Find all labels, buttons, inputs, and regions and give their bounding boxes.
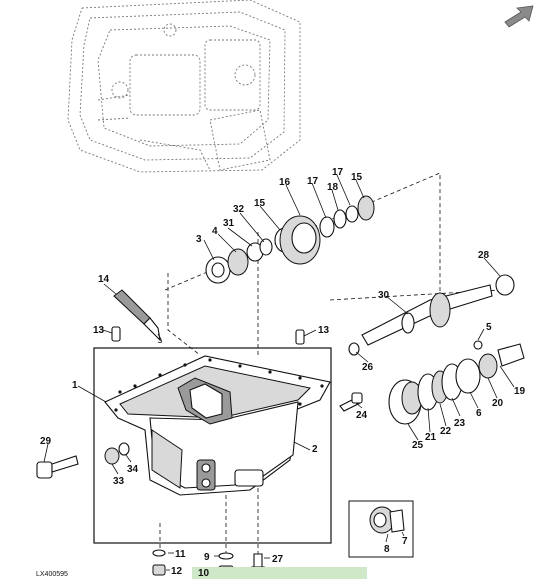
bolt-24 — [339, 392, 363, 412]
callout-22: 22 — [440, 426, 452, 437]
callout-24: 24 — [356, 410, 368, 421]
callout-12: 12 — [171, 566, 183, 577]
inset-detail-box — [348, 500, 414, 558]
oil-pan-group-frame — [93, 347, 332, 544]
dowel-pin-left — [111, 326, 121, 342]
callout-6: 6 — [476, 408, 482, 419]
callout-31: 31 — [223, 218, 235, 229]
figure-id: LX400595 — [36, 571, 68, 578]
sealant-tube — [113, 289, 162, 344]
callout-19: 19 — [514, 386, 526, 397]
callout-23: 23 — [454, 418, 466, 429]
callout-25: 25 — [412, 440, 424, 451]
pinion-shaft — [361, 284, 493, 346]
next-page-arrow-icon[interactable] — [504, 5, 534, 28]
callout-17-right: 17 — [332, 167, 344, 178]
callout-26: 26 — [362, 362, 374, 373]
screw-12 — [152, 564, 166, 576]
callout-20: 20 — [492, 398, 504, 409]
callout-21: 21 — [425, 432, 437, 443]
plug-33 — [104, 447, 120, 465]
highlight-bar — [192, 567, 367, 579]
callout-10: 10 — [198, 568, 210, 579]
upper-shaft-assembly — [205, 195, 375, 284]
callout-34: 34 — [127, 464, 139, 475]
callout-13-left: 13 — [93, 325, 105, 336]
callout-11: 11 — [175, 549, 186, 560]
callout-14: 14 — [98, 274, 110, 285]
callout-5: 5 — [486, 322, 492, 333]
callout-28: 28 — [478, 250, 490, 261]
callout-7: 7 — [402, 536, 408, 547]
callout-8: 8 — [384, 544, 390, 555]
callout-16: 16 — [279, 177, 291, 188]
o-ring-34 — [118, 442, 130, 456]
callout-1: 1 — [72, 380, 78, 391]
drain-plug-29 — [36, 455, 79, 479]
washer-11 — [152, 549, 166, 557]
callout-4: 4 — [212, 226, 218, 237]
snap-ring — [495, 274, 515, 296]
callout-27: 27 — [272, 554, 284, 565]
leader-lines — [43, 174, 515, 571]
callout-29: 29 — [40, 436, 52, 447]
callout-32: 32 — [233, 204, 245, 215]
washer-9 — [218, 552, 234, 560]
callout-2: 2 — [312, 444, 318, 455]
callout-15-left: 15 — [254, 198, 266, 209]
callout-3: 3 — [196, 234, 202, 245]
transmission-housing-ghost — [67, 0, 301, 173]
callout-33: 33 — [113, 476, 125, 487]
oil-pan-housing — [104, 355, 331, 496]
callout-13-right: 13 — [318, 325, 330, 336]
dowel-pin-right — [295, 329, 305, 345]
callout-17-left: 17 — [307, 176, 319, 187]
callout-labels: 1 2 3 4 31 32 15 16 17 18 17 15 14 13 13… — [36, 167, 526, 579]
callout-18: 18 — [327, 182, 339, 193]
callout-9: 9 — [204, 552, 210, 563]
callout-30: 30 — [378, 290, 390, 301]
bearing-stack — [388, 340, 525, 425]
callout-15-right: 15 — [351, 172, 363, 183]
